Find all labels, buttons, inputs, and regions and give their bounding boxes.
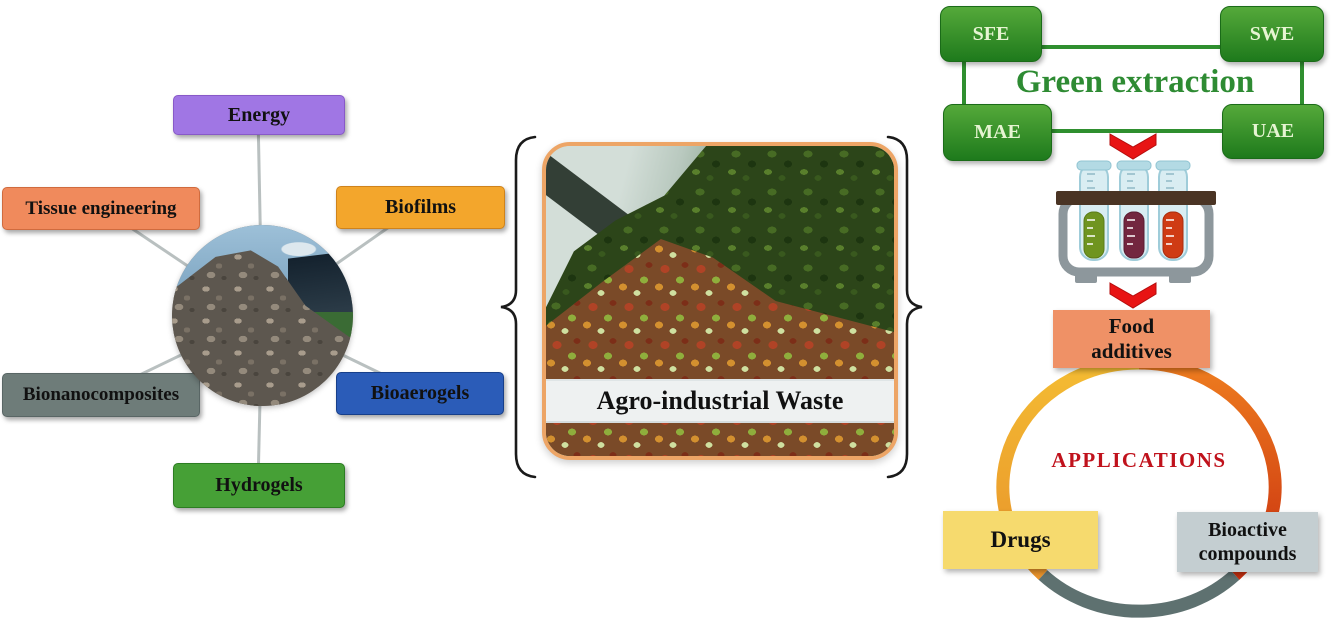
method-box-mae: MAE xyxy=(943,104,1052,161)
test-tube-red-icon xyxy=(1155,160,1191,261)
hub-node-hydrogels: Hydrogels xyxy=(173,463,345,508)
method-label: MAE xyxy=(974,121,1021,143)
rack-bar xyxy=(1056,191,1216,205)
test-tube-maroon-icon xyxy=(1116,160,1152,261)
down-chevron-icon xyxy=(1109,133,1157,160)
hub-node-label: Hydrogels xyxy=(215,474,303,496)
hub-node-label: Energy xyxy=(227,103,291,126)
hub-node-label: Biofilms xyxy=(384,196,457,218)
application-box-food-additives: Food additives xyxy=(1053,310,1210,368)
hub-node-label: Tissue engineering xyxy=(25,197,177,219)
curly-brace-right-icon xyxy=(886,135,923,479)
hub-node-label: Bioaerogels xyxy=(370,382,470,404)
waste-pile-photo xyxy=(172,225,353,406)
curly-brace-left-icon xyxy=(500,135,537,479)
hub-node-label: Bionanocomposites xyxy=(22,384,180,406)
application-box-bioactive-compounds: Bioactive compounds xyxy=(1177,512,1318,572)
application-box-drugs: Drugs xyxy=(943,511,1098,569)
hub-node-bionanocomposites: Bionanocomposites xyxy=(2,373,200,417)
hub-node-bioaerogels: Bioaerogels xyxy=(336,372,504,415)
hub-node-tissue-engineering: Tissue engineering xyxy=(2,187,200,230)
applications-ring xyxy=(996,356,1282,618)
method-label: SWE xyxy=(1249,22,1295,45)
application-label: Food additives xyxy=(1091,313,1172,363)
method-label: SFE xyxy=(972,22,1010,45)
hub-node-biofilms: Biofilms xyxy=(336,186,505,229)
method-box-sfe: SFE xyxy=(940,6,1042,62)
application-label: Drugs xyxy=(990,527,1051,553)
photo-caption: Agro-industrial Waste xyxy=(546,379,894,423)
method-box-uae: UAE xyxy=(1222,104,1324,159)
down-chevron-icon xyxy=(1109,282,1157,309)
method-label: UAE xyxy=(1251,120,1295,142)
agro-industrial-waste-photo: Agro-industrial Waste xyxy=(542,142,898,460)
application-label: Bioactive compounds xyxy=(1198,519,1297,565)
applications-title: APPLICATIONS xyxy=(1051,448,1227,472)
test-tube-green-icon xyxy=(1076,160,1112,261)
test-tube-rack-icon xyxy=(1056,160,1216,283)
method-box-swe: SWE xyxy=(1220,6,1324,62)
green-extraction-title: Green extraction xyxy=(1015,64,1255,100)
hub-node-energy: Energy xyxy=(173,95,345,135)
